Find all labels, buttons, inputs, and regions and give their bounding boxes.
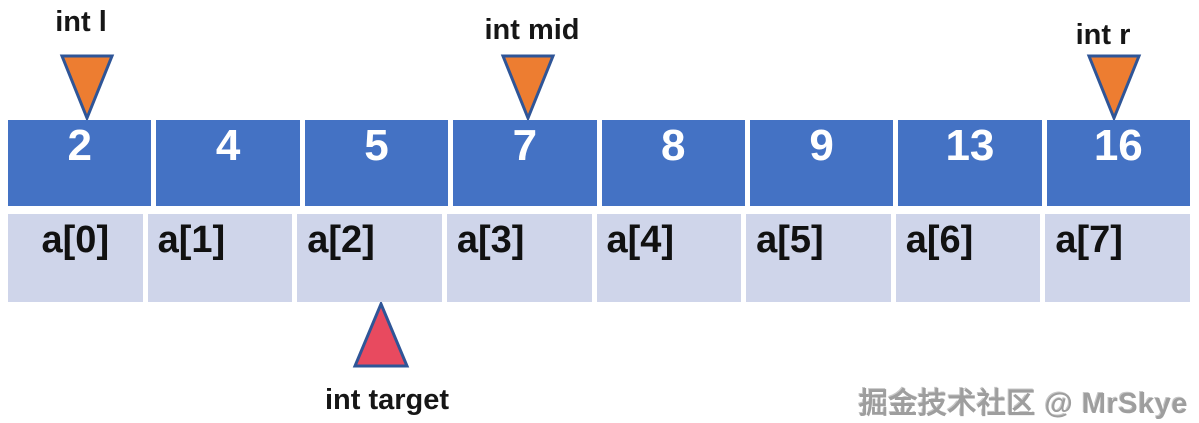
- pointer-target-arrow-icon: [352, 302, 410, 368]
- array-index-cell-4: a[4]: [596, 214, 742, 302]
- watermark: 掘金技术社区 @ MrSkye: [858, 388, 1188, 420]
- array-value-cell-2: 5: [304, 120, 449, 206]
- array-value-cell-5: 9: [749, 120, 894, 206]
- array-index-cell-1: a[1]: [147, 214, 293, 302]
- array-index-cell-2: a[2]: [297, 214, 442, 302]
- pointer-l-arrow-icon: [59, 54, 115, 120]
- array-index-cell-3: a[3]: [446, 214, 592, 302]
- array-index-cell-5: a[5]: [746, 214, 891, 302]
- array-value-cell-7: 16: [1046, 120, 1190, 206]
- array-value-cell-1: 4: [156, 120, 300, 206]
- pointer-l-label: int l: [55, 6, 107, 38]
- array-index-cell-7: a[7]: [1045, 214, 1190, 302]
- array-value-cell-0: 2: [8, 120, 152, 206]
- pointer-target-label: int target: [324, 384, 450, 416]
- array-index-cell-0: a[0]: [8, 214, 143, 302]
- pointer-r-arrow-icon: [1086, 54, 1142, 120]
- array-indices-row: a[0] a[1] a[2] a[3] a[4] a[5] a[6] a[7]: [8, 214, 1190, 302]
- pointer-mid-label: int mid: [484, 14, 580, 46]
- array-value-cell-3: 7: [453, 120, 597, 206]
- pointer-r-label: int r: [1075, 19, 1131, 51]
- array-value-cell-4: 8: [601, 120, 745, 206]
- array-values-row: 2 4 5 7 8 9 13 16: [8, 120, 1190, 206]
- array-value-cell-6: 13: [898, 120, 1042, 206]
- pointer-mid-arrow-icon: [500, 54, 556, 120]
- array-index-cell-6: a[6]: [895, 214, 1041, 302]
